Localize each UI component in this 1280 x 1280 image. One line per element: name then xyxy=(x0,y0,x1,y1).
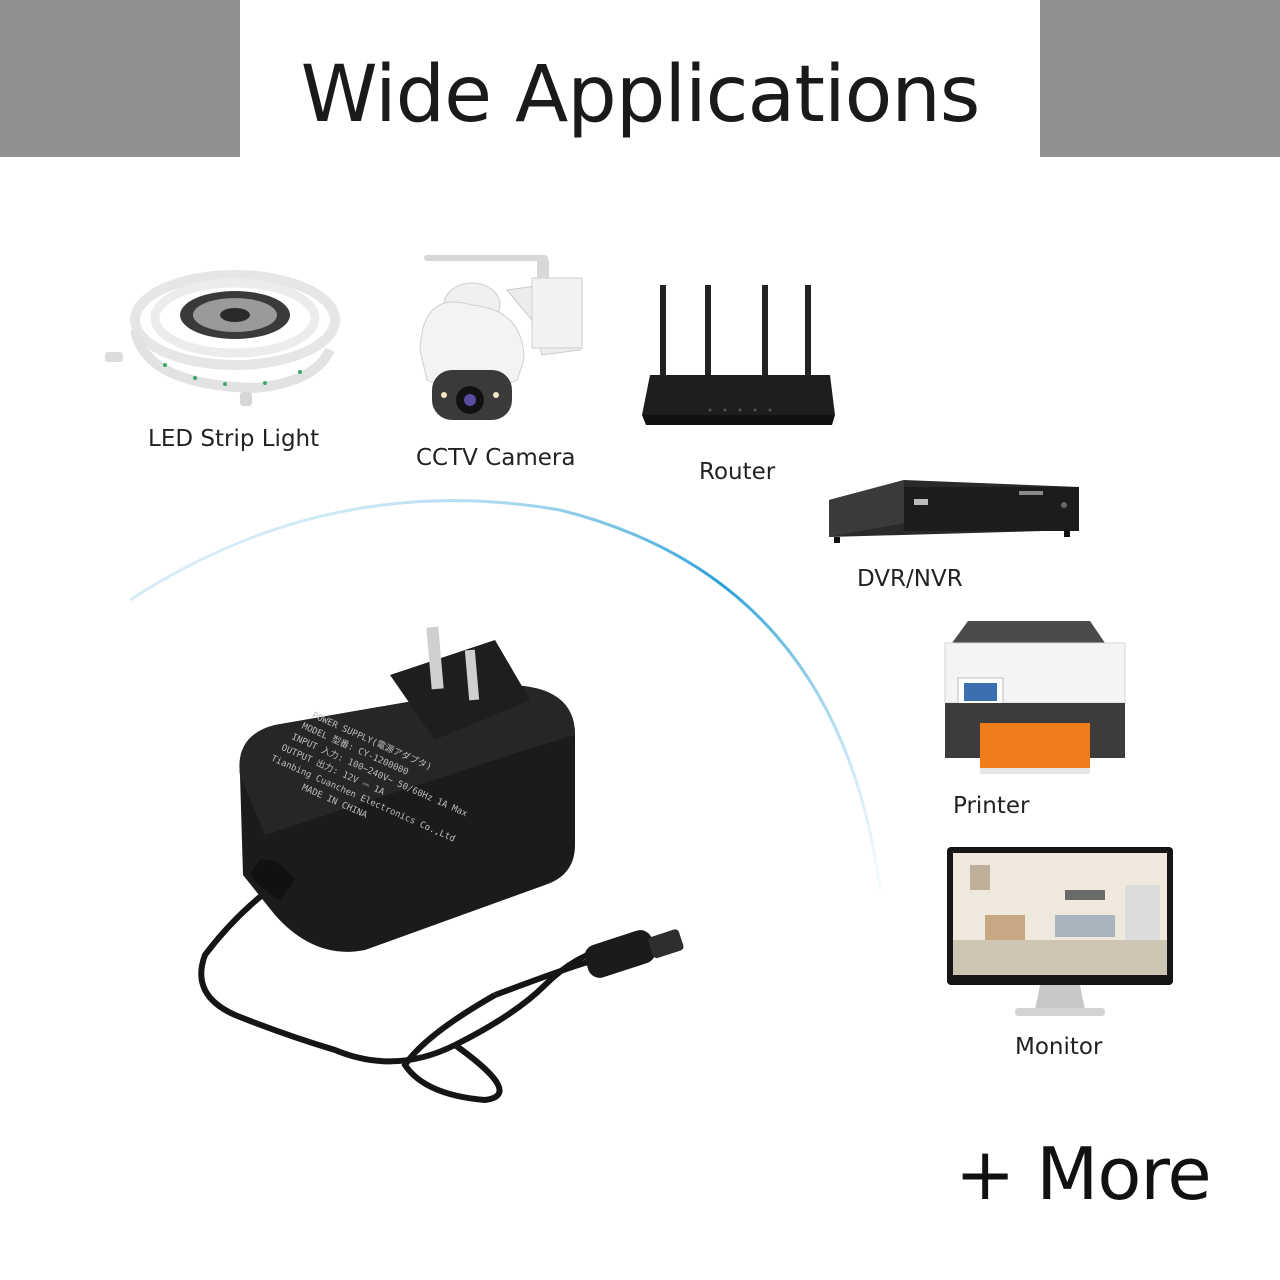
dvr-nvr-icon xyxy=(829,480,1079,543)
page-title: Wide Applications xyxy=(300,50,981,140)
led-strip-icon xyxy=(105,270,340,406)
printer-label: Printer xyxy=(953,793,1030,819)
power-adapter-icon: POWER SUPPLY(電源アダプタ) MODEL 型番: CY-120000… xyxy=(198,626,684,1104)
router-label: Router xyxy=(699,459,776,485)
header-gray-bar-left xyxy=(0,0,240,157)
dvr-nvr-label: DVR/NVR xyxy=(857,566,963,592)
cctv-camera-icon xyxy=(419,255,583,420)
led-strip-label: LED Strip Light xyxy=(148,426,320,452)
router-icon xyxy=(642,285,835,425)
monitor-icon xyxy=(947,847,1173,1016)
header-gray-bar-right xyxy=(1040,0,1280,157)
cctv-camera-label: CCTV Camera xyxy=(416,445,576,471)
more-label: + More xyxy=(955,1132,1212,1216)
monitor-label: Monitor xyxy=(1015,1034,1103,1060)
printer-icon xyxy=(944,621,1126,774)
